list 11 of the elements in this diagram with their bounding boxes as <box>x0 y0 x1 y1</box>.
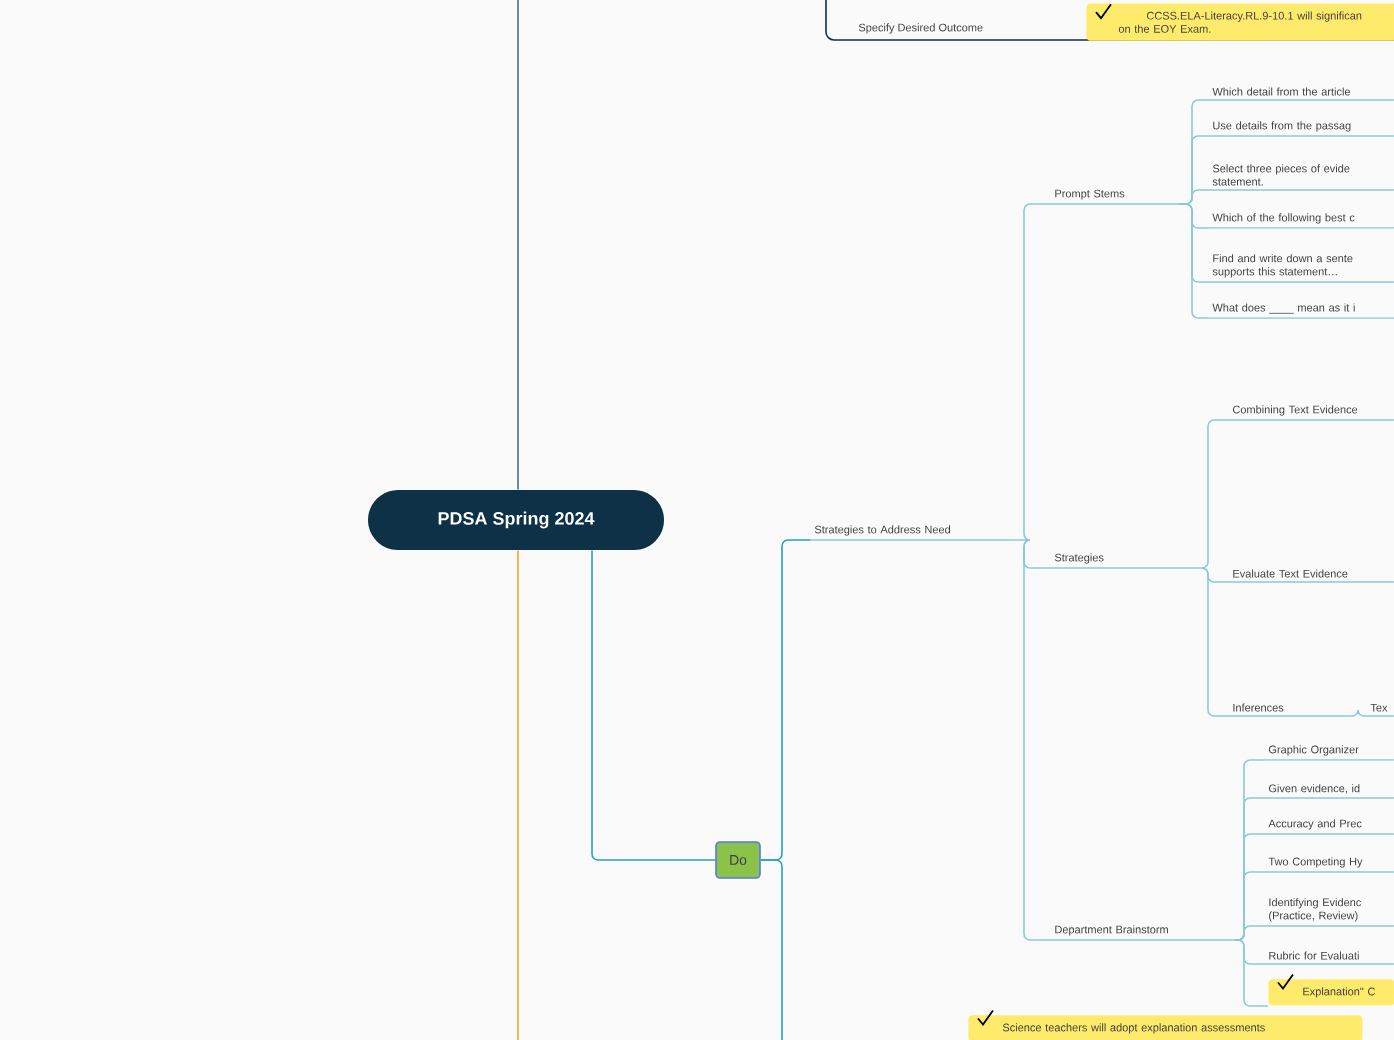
connector <box>1178 203 1209 319</box>
connector <box>591 549 716 861</box>
connector <box>1023 203 1051 541</box>
connector <box>517 0 519 491</box>
connector <box>1234 925 1265 941</box>
root-topic: PDSA Spring 2024 <box>368 490 664 550</box>
connector <box>1351 709 1367 717</box>
connector <box>517 549 519 1040</box>
connector <box>1023 539 1051 941</box>
connector <box>1234 939 1269 1007</box>
connector <box>760 859 783 1040</box>
